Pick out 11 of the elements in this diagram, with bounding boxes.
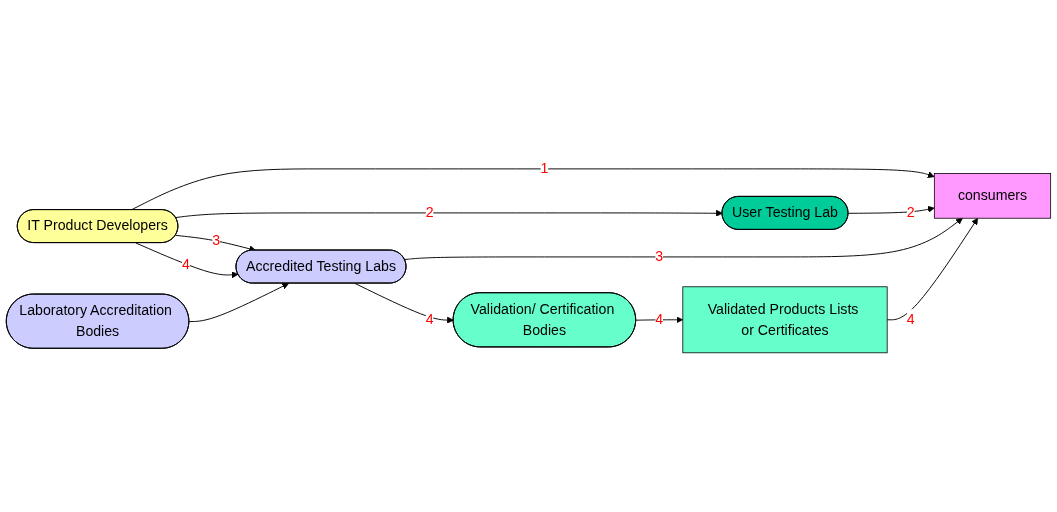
- edge-label: 3: [655, 249, 664, 265]
- edge-label: 3: [212, 232, 221, 249]
- edge-label: 2: [906, 205, 915, 221]
- node-box: consumers: [933, 173, 1052, 220]
- edge-label: 1: [540, 161, 549, 177]
- edge-label: 4: [906, 312, 915, 328]
- edge-label: 4: [655, 312, 664, 328]
- edge-label: 4: [425, 312, 434, 328]
- node-box: Validated Products Lists or Certificates: [682, 286, 888, 354]
- edge-label: 2: [425, 205, 434, 221]
- edge-label: 4: [182, 256, 190, 273]
